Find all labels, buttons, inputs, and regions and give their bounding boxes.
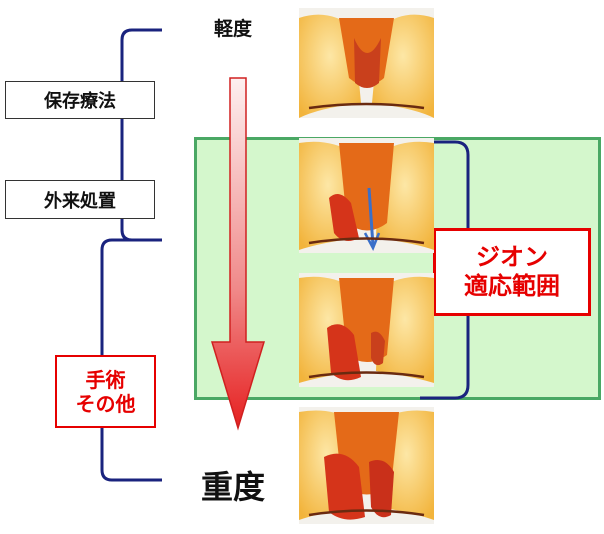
surgery-label-line1: 手術 bbox=[85, 367, 126, 392]
conservative-therapy-box: 保存療法 bbox=[5, 81, 155, 119]
severity-arrow bbox=[210, 77, 266, 431]
hemorrhoid-grade-1-illustration bbox=[299, 8, 434, 118]
zion-range-line2: 適応範囲 bbox=[464, 272, 560, 300]
mild-label: 軽度 bbox=[213, 18, 252, 40]
hemorrhoid-grade-2-illustration bbox=[299, 138, 434, 253]
hemorrhoid-grade-3-illustration bbox=[299, 273, 434, 387]
surgery-label-line2: その他 bbox=[75, 391, 136, 416]
conservative-therapy-label: 保存療法 bbox=[44, 91, 116, 112]
outpatient-treatment-box: 外来処置 bbox=[5, 180, 155, 219]
outpatient-treatment-label: 外来処置 bbox=[44, 190, 116, 212]
surgery-box: 手術 その他 bbox=[55, 355, 156, 428]
zion-range-label-box: ジオン 適応範囲 bbox=[433, 228, 591, 316]
severe-label: 重度 bbox=[200, 468, 265, 506]
hemorrhoid-grade-4-illustration bbox=[299, 407, 434, 524]
zion-range-line1: ジオン bbox=[476, 243, 548, 272]
